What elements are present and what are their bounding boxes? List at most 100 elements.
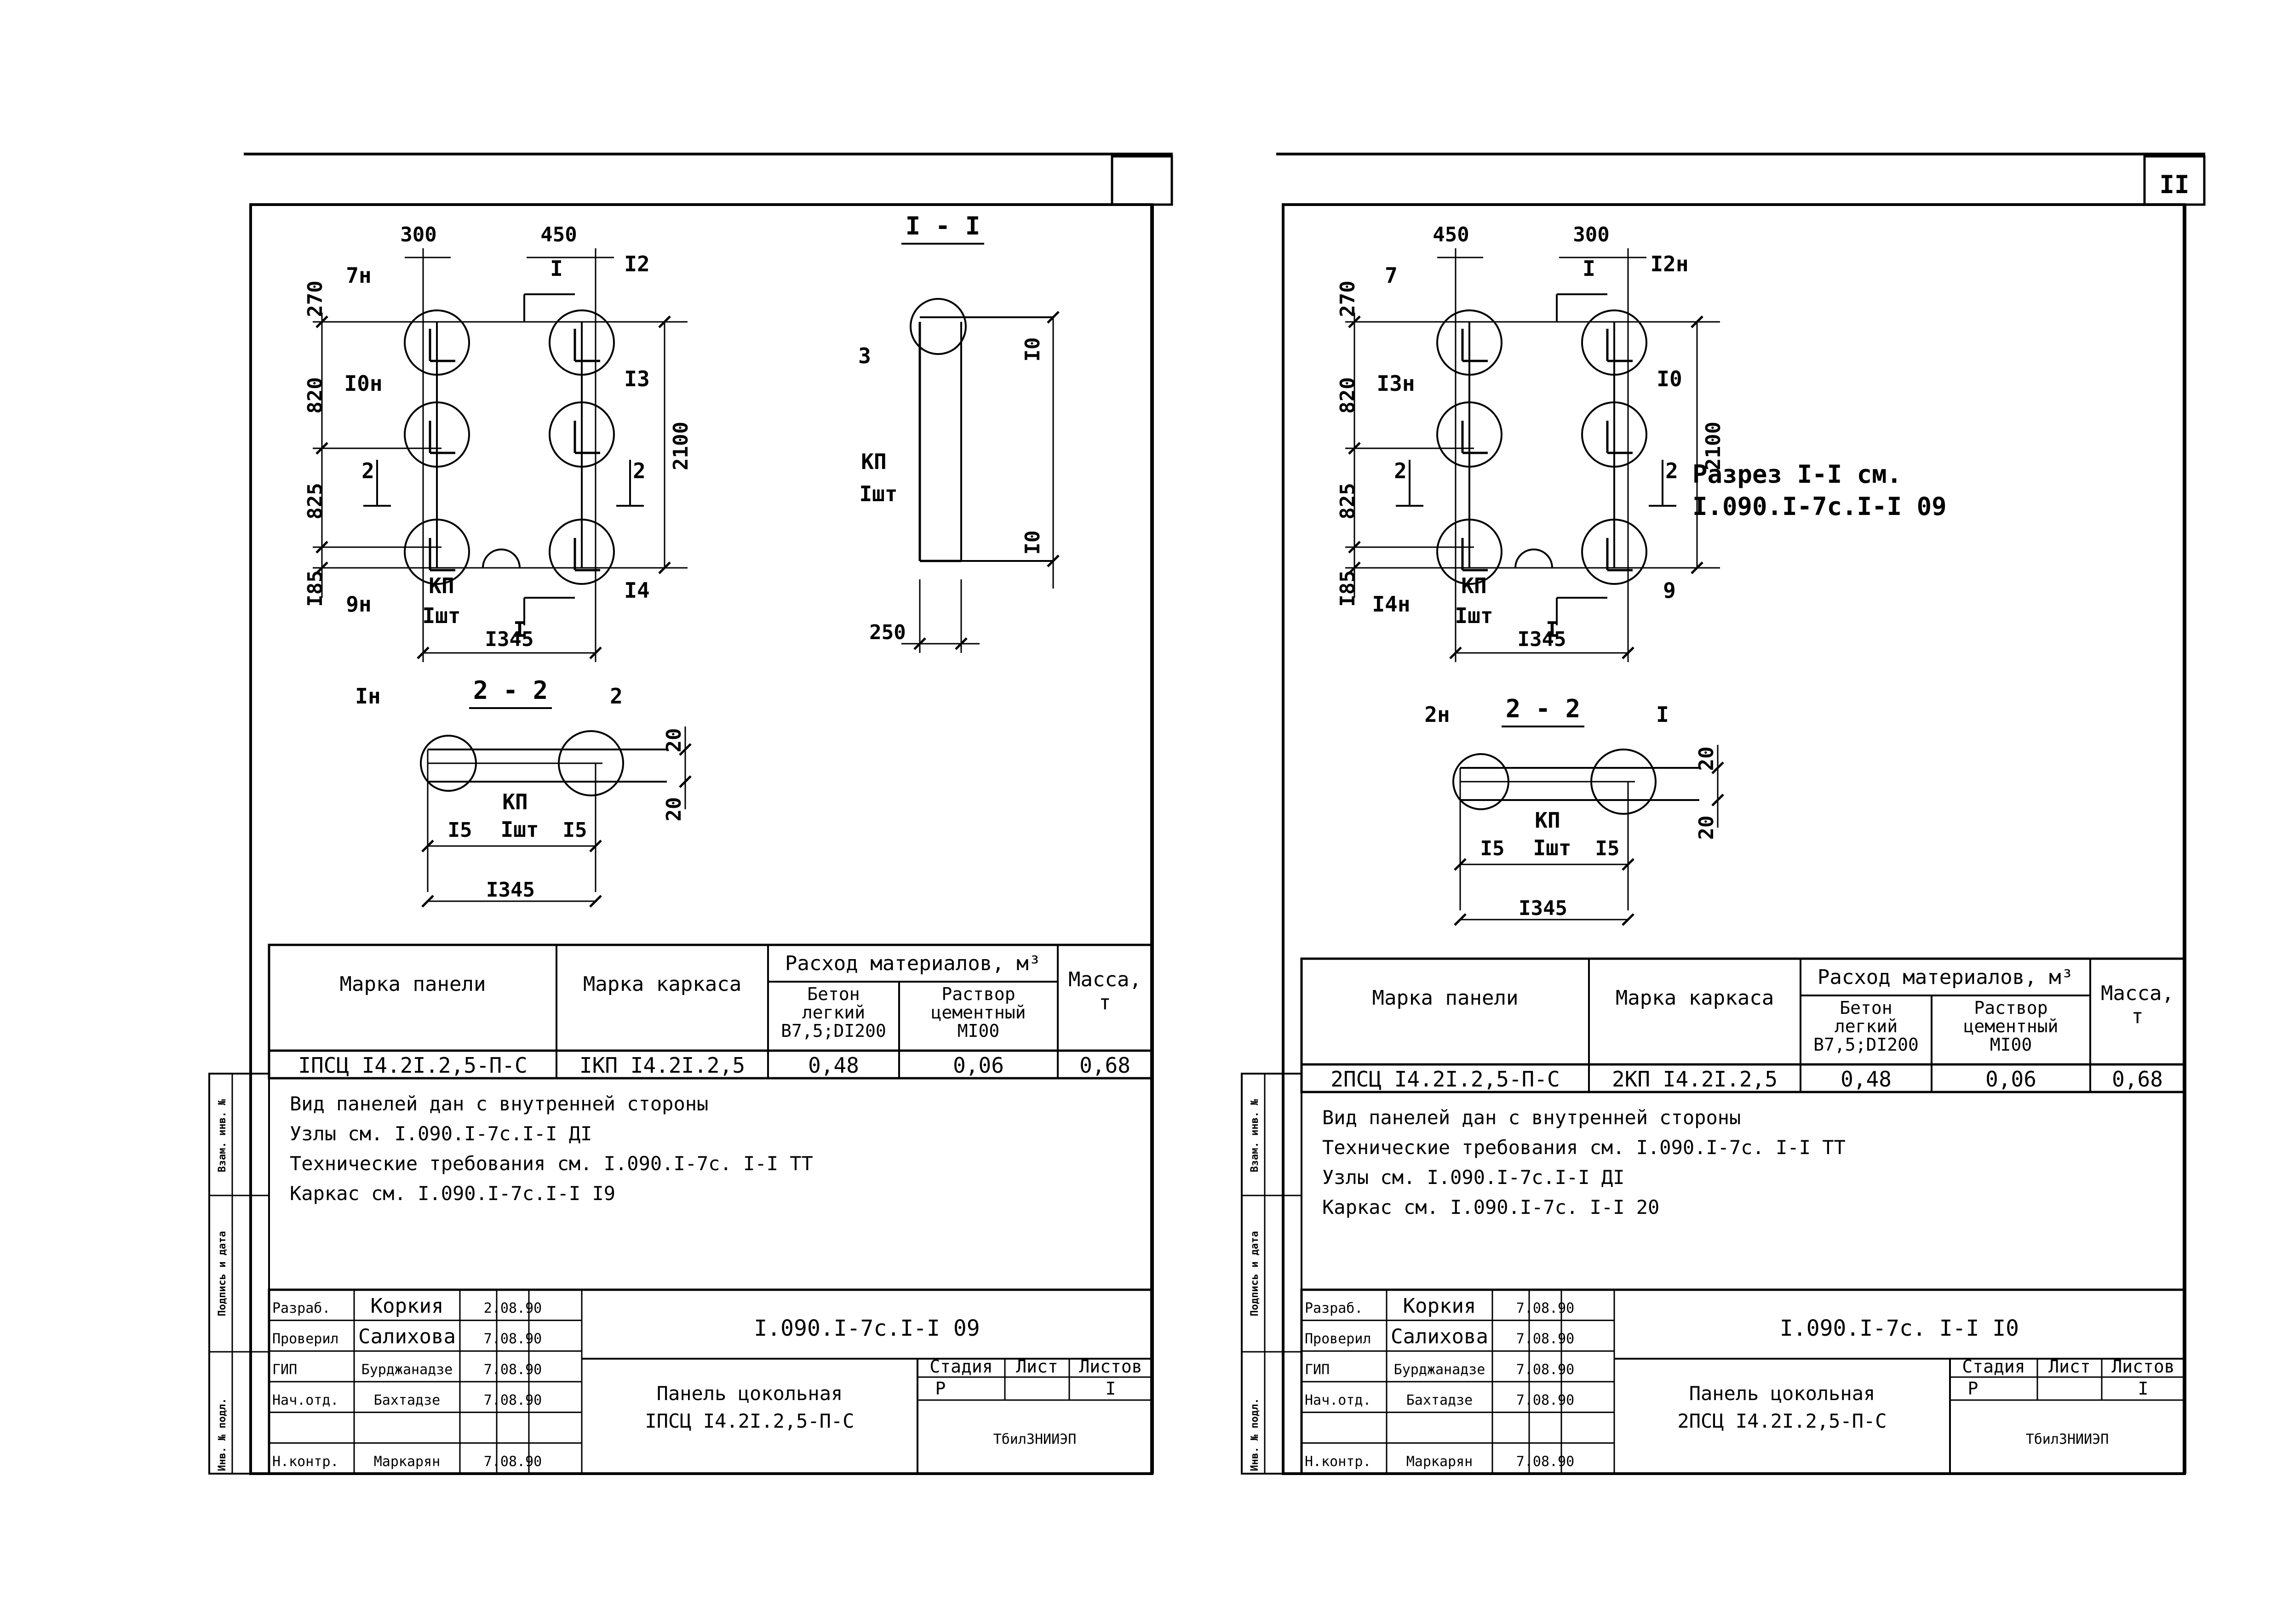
dim-10a: I0 <box>1021 337 1044 362</box>
dim-20b: 20 <box>662 797 686 822</box>
tb-role: Нач.отд. <box>1305 1392 1371 1408</box>
dim-tick <box>1622 646 1634 659</box>
section22-kp: КП <box>1535 808 1560 833</box>
section-title: I - I <box>906 212 981 240</box>
dim-tick <box>1348 315 1361 328</box>
stamp-inv-label: Инв. № подл. <box>1249 1398 1261 1471</box>
callout-3: 450 <box>540 223 577 246</box>
th-concrete: легкий <box>1835 1016 1898 1036</box>
dim-tick <box>589 840 602 852</box>
dim-15a: I5 <box>448 818 472 842</box>
node-circle <box>1436 309 1502 376</box>
th-mortar: Раствор <box>941 984 1015 1004</box>
note-line-4: Каркас см. I.090.I-7с. I-I 20 <box>1322 1196 1659 1218</box>
callout-13: 825 <box>1336 483 1359 519</box>
dim-tick <box>679 775 692 788</box>
tb-date: 7.08.90 <box>484 1392 542 1408</box>
tb-sheets: I <box>1106 1378 1116 1399</box>
callout-1: 450 <box>1433 223 1469 246</box>
tb-role: Проверил <box>1305 1331 1371 1347</box>
callout-6: 270 <box>1336 280 1359 317</box>
sheet-number-box <box>2143 155 2206 206</box>
dim-tick <box>1348 442 1361 455</box>
section22-title: 2 - 2 <box>473 676 548 705</box>
tb-name: Бурджанадзе <box>1394 1361 1485 1378</box>
dim-15b: I5 <box>563 818 587 842</box>
callout-20: I345 <box>485 628 534 651</box>
tb-stage-h: Стадия <box>929 1356 992 1377</box>
callout-19: 9 <box>1663 578 1676 603</box>
dim-tick <box>421 895 434 908</box>
tb-date: 7.08.90 <box>484 1361 542 1378</box>
section22-circle-2 <box>1590 749 1657 815</box>
cell-panel: IПСЦ I4.2I.2,5-П-С <box>298 1053 528 1078</box>
tb-role: Разраб. <box>1305 1300 1363 1316</box>
node-circle <box>549 401 615 468</box>
tb-date: 7.08.90 <box>1516 1300 1574 1316</box>
callout-11: 2 <box>633 458 646 483</box>
tb-name: Салихова <box>1391 1325 1488 1349</box>
node-circle <box>1436 401 1502 468</box>
stamp-replace-label: Взам. инв. № <box>1249 1099 1261 1172</box>
side-stamp <box>1241 1073 1302 1475</box>
callout-17: Iшт <box>422 603 460 628</box>
tb-role: ГИП <box>1305 1361 1330 1378</box>
section22-mark-1: Iн <box>355 684 380 709</box>
callout-9: 820 <box>1336 377 1359 413</box>
tb-sheet-h: Лист <box>2048 1356 2091 1377</box>
dim-15a: I5 <box>1480 837 1505 860</box>
th-mortar: цементный <box>1964 1016 2059 1036</box>
tb-name: Коркия <box>1403 1294 1476 1318</box>
callout-11: 2 <box>1665 458 1678 483</box>
dim-tick <box>658 315 671 328</box>
dim-tick <box>1047 555 1060 567</box>
callout-16: КП <box>1461 573 1486 598</box>
tb-role: Н.контр. <box>1305 1453 1371 1470</box>
callout-7: I0н <box>344 371 382 396</box>
th-mass: Масса, <box>1068 968 1141 991</box>
tb-role: Проверил <box>272 1331 339 1347</box>
dim-tick <box>1622 913 1634 926</box>
dim-15b: I5 <box>1595 837 1620 860</box>
callout-1: 300 <box>400 223 436 246</box>
dim-20a: 20 <box>662 728 686 753</box>
th-concrete: В7,5;DI200 <box>1813 1035 1919 1055</box>
callout-19: I4 <box>624 578 649 603</box>
th-concrete: легкий <box>802 1002 865 1023</box>
tb-sheets: I <box>2138 1378 2149 1399</box>
materials-table <box>268 944 1153 1080</box>
node-circle <box>1581 401 1647 468</box>
tb-date: 7.08.90 <box>484 1453 542 1470</box>
dim-tick <box>1449 646 1462 659</box>
section22-title: 2 - 2 <box>1506 694 1581 723</box>
th-concrete: В7,5;DI200 <box>781 1021 886 1041</box>
th-consumption: Расход материалов, м³ <box>1818 966 2073 989</box>
th-concrete: Бетон <box>807 984 860 1004</box>
tb-sheets-h: Листов <box>2111 1356 2174 1377</box>
tb-date: 2.08.90 <box>484 1300 542 1316</box>
callout-20: I345 <box>1518 628 1566 651</box>
tb-date: 7.08.90 <box>1516 1361 1574 1378</box>
tb-name-2: 2ПСЦ I4.2I.2,5-П-С <box>1677 1410 1887 1432</box>
cell-mortar: 0,06 <box>953 1053 1004 1078</box>
cell-frame: 2КП I4.2I.2,5 <box>1612 1067 1778 1092</box>
dim-tick <box>315 315 328 328</box>
node-circle <box>1581 309 1647 376</box>
section22-circle-2 <box>558 730 624 796</box>
th-mortar: Раствор <box>1974 998 2047 1018</box>
dim-tick <box>1622 858 1634 871</box>
dim-tick <box>1691 561 1703 574</box>
callout-17: Iшт <box>1455 603 1493 628</box>
cell-concrete: 0,48 <box>808 1053 859 1078</box>
th-consumption: Расход материалов, м³ <box>785 952 1041 975</box>
dim-tick <box>913 637 926 650</box>
th-mortar: MI00 <box>958 1021 1000 1041</box>
dim-tick <box>589 895 602 908</box>
callout-13: 825 <box>304 483 327 519</box>
cell-panel: 2ПСЦ I4.2I.2,5-П-С <box>1330 1067 1560 1092</box>
tb-name: Маркарян <box>374 1453 441 1470</box>
dim-tick <box>679 743 692 756</box>
tb-stage: Р <box>935 1378 946 1399</box>
